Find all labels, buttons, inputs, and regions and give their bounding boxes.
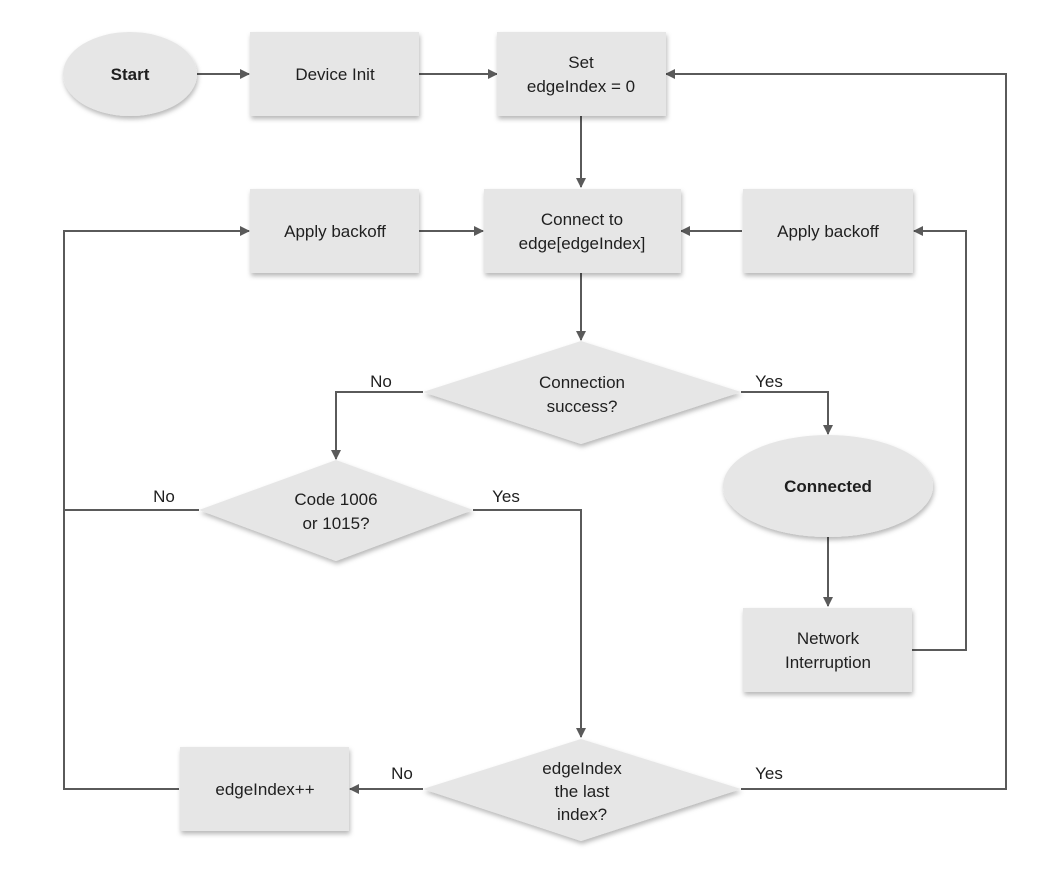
- connect-line-1: Connect to: [541, 210, 623, 229]
- apply-backoff-left-node: Apply backoff: [250, 189, 419, 273]
- code-check-decision: Code 1006 or 1015?: [199, 460, 473, 561]
- increment-node: edgeIndex++: [180, 747, 349, 831]
- apply-backoff-left-label: Apply backoff: [284, 222, 386, 241]
- connect-node: Connect to edge[edgeIndex]: [484, 189, 681, 273]
- apply-backoff-right-node: Apply backoff: [743, 189, 913, 273]
- label-last-no: No: [391, 764, 413, 783]
- edge-success-yes: [741, 391, 833, 435]
- edge-code-no: [63, 226, 250, 511]
- start-node: Start: [63, 32, 197, 116]
- last-index-line-2: the last: [555, 782, 610, 801]
- code-check-line-2: or 1015?: [302, 514, 369, 533]
- edge-labels: No Yes No Yes No Yes: [153, 372, 783, 783]
- nodes: Start Device Init Set edgeIndex = 0 Appl…: [63, 32, 933, 841]
- label-code-yes: Yes: [492, 487, 520, 506]
- last-index-line-1: edgeIndex: [542, 759, 622, 778]
- edge-success-no: [331, 391, 423, 460]
- connected-node: Connected: [723, 435, 933, 537]
- start-label: Start: [111, 65, 150, 84]
- edge-last-yes: [665, 69, 1007, 790]
- connection-success-decision: Connection success?: [423, 341, 741, 444]
- device-init-node: Device Init: [250, 32, 419, 116]
- apply-backoff-right-label: Apply backoff: [777, 222, 879, 241]
- edge-increment-to-left-loop: [63, 510, 179, 790]
- edge-code-yes: [473, 509, 586, 738]
- device-init-label: Device Init: [295, 65, 375, 84]
- label-code-no: No: [153, 487, 175, 506]
- connect-line-2: edge[edgeIndex]: [519, 234, 646, 253]
- connected-label: Connected: [784, 477, 872, 496]
- connectors: [63, 69, 1007, 794]
- connection-success-line-1: Connection: [539, 373, 625, 392]
- connection-success-line-2: success?: [547, 397, 618, 416]
- edge-interruption-to-backoff-right: [912, 226, 967, 651]
- label-last-yes: Yes: [755, 764, 783, 783]
- increment-label: edgeIndex++: [215, 780, 314, 799]
- set-edge-index-line-2: edgeIndex = 0: [527, 77, 635, 96]
- set-edge-index-line-1: Set: [568, 53, 594, 72]
- last-index-line-3: index?: [557, 805, 607, 824]
- label-success-yes: Yes: [755, 372, 783, 391]
- set-edge-index-node: Set edgeIndex = 0: [497, 32, 666, 116]
- network-interruption-line-2: Interruption: [785, 653, 871, 672]
- code-check-line-1: Code 1006: [294, 490, 377, 509]
- network-interruption-line-1: Network: [797, 629, 860, 648]
- last-index-decision: edgeIndex the last index?: [423, 739, 741, 841]
- label-success-no: No: [370, 372, 392, 391]
- network-interruption-node: Network Interruption: [743, 608, 912, 692]
